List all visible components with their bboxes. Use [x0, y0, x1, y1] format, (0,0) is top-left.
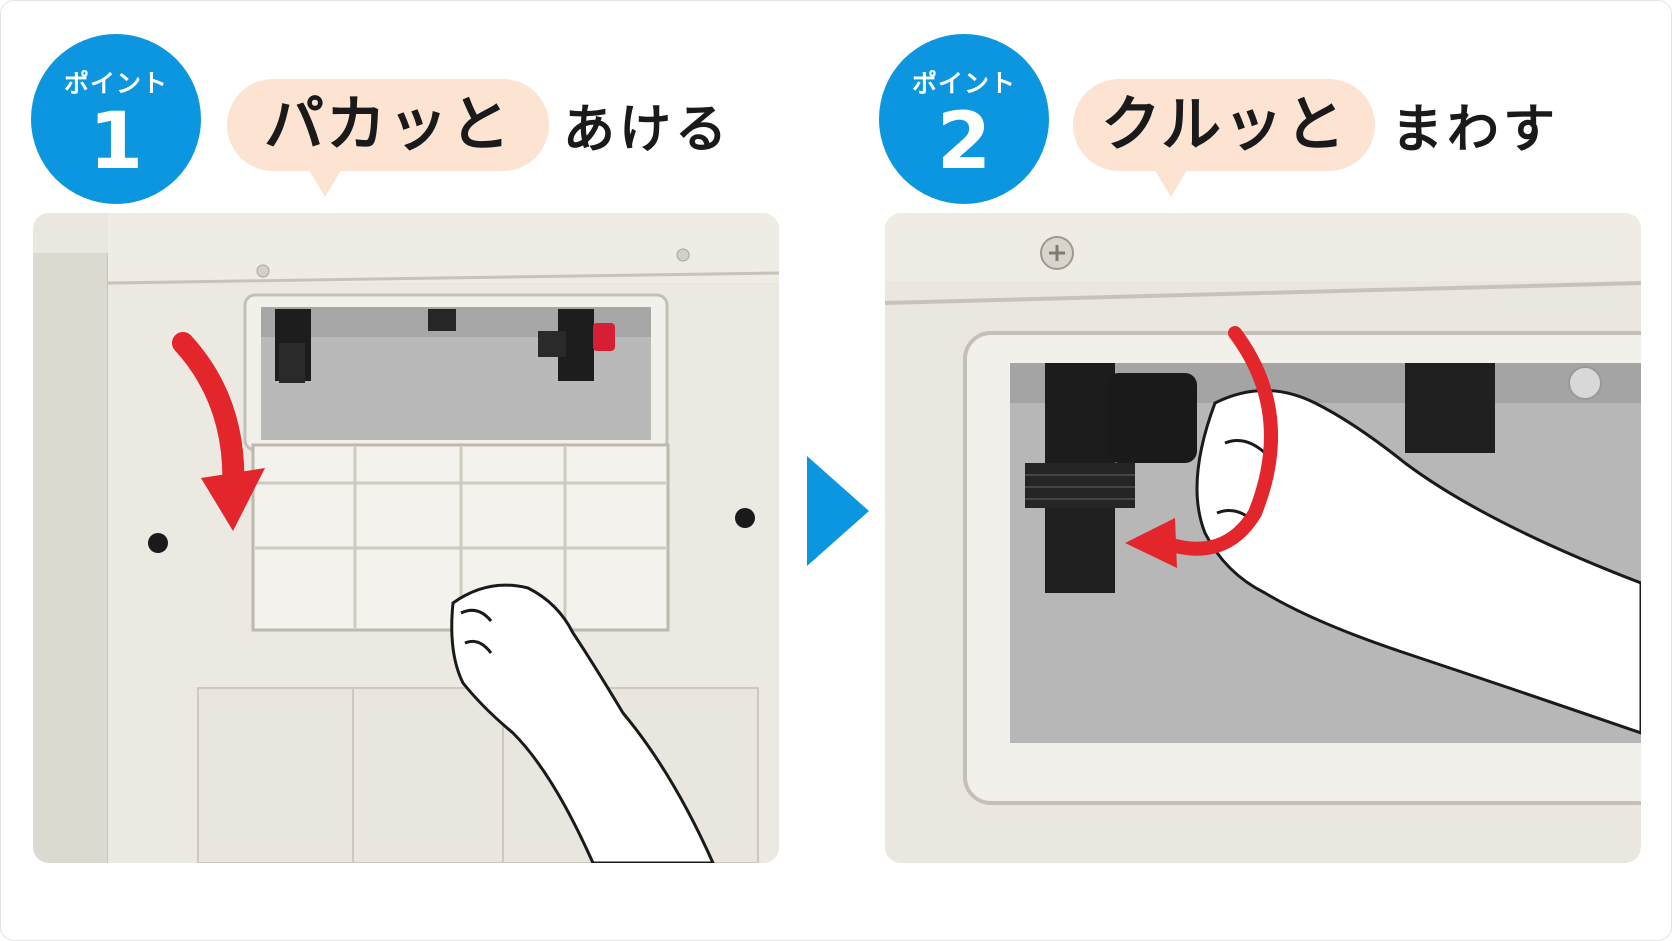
point-badge-label: ポイント: [911, 69, 1016, 98]
open-cover-illustration: [33, 213, 779, 863]
bubble-tail: [1153, 167, 1189, 197]
play-triangle-icon: [807, 456, 869, 566]
highlight-text: クルッと: [1100, 90, 1348, 160]
bubble-tail: [307, 167, 343, 197]
step-verb-2: まわす: [1391, 100, 1560, 160]
point-badge-1: ポイント 1: [31, 34, 201, 204]
point-badge-number: 2: [936, 97, 992, 187]
step-verb-1: あける: [563, 100, 732, 160]
point-badge-number: 1: [88, 97, 144, 187]
highlight-bubble-1: パカッと: [227, 79, 549, 197]
rotate-cap-illustration: [885, 213, 1641, 863]
point-badge-2: ポイント 2: [879, 34, 1049, 204]
point-badge-label: ポイント: [63, 69, 168, 98]
highlight-bubble-2: クルッと: [1073, 79, 1375, 197]
highlight-text: パカッと: [264, 90, 512, 160]
